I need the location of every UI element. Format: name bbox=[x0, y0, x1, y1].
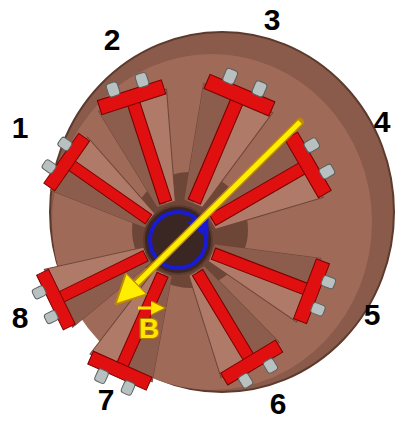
callout-number: 6 bbox=[270, 389, 287, 419]
callout-number: 5 bbox=[364, 300, 381, 330]
callout-number: 7 bbox=[98, 385, 115, 415]
callout-number: 3 bbox=[264, 5, 281, 35]
callout-number: 2 bbox=[104, 25, 121, 55]
callout-number: 1 bbox=[12, 113, 29, 143]
callout-number: 8 bbox=[12, 303, 29, 333]
callout-number: 4 bbox=[374, 107, 391, 137]
field-vector-label: B bbox=[139, 315, 159, 343]
